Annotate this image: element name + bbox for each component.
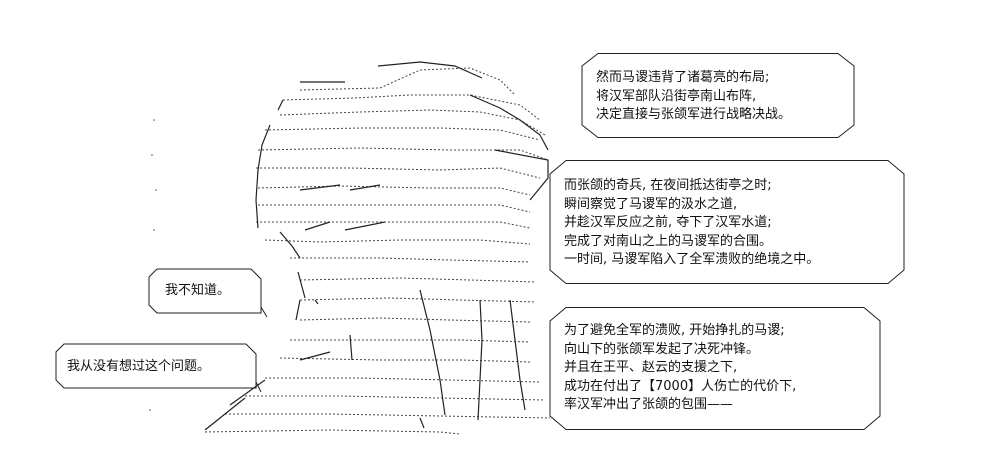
- speech-bubble-2: 我从没有想过这个问题。: [50, 338, 262, 394]
- narration-line: 率汉军冲出了张颌的包围——: [564, 397, 734, 412]
- narration-box-1: 然而马谡违背了诸葛亮的布局; 将汉军部队沿街亭南山布阵, 决定直接与张颌军进行战…: [580, 52, 856, 139]
- narration-line: 向山下的张颌军发起了决死冲锋。: [564, 341, 760, 357]
- narration-line: 决定直接与张颌军进行战略决战。: [596, 107, 792, 122]
- speech-line: 我不知道。: [165, 283, 231, 298]
- speech-bubble-1: 我不知道。: [143, 263, 268, 319]
- narration-box-1-lines: 然而马谡违背了诸葛亮的布局; 将汉军部队沿街亭南山布阵, 决定直接与张颌军进行战…: [596, 69, 791, 125]
- narration-box-2-lines: 而张颌的奇兵, 在夜间抵达街亭之时; 瞬间察觉了马谡军的汲水之道, 并趁汉军反应…: [564, 177, 819, 270]
- narration-box-3-lines: 为了避免全军的溃败, 开始挣扎的马谡; 向山下的张颌军发起了决死冲锋。 并且在王…: [564, 322, 796, 415]
- narration-line: 瞬间察觉了马谡军的汲水之道,: [564, 196, 738, 212]
- speech-bubble-1-frame: [148, 268, 268, 318]
- speech-bubble-2-text: 我从没有想过这个问题。: [67, 358, 210, 377]
- narration-line: 完成了对南山之上的马谡军的合围。: [564, 233, 773, 249]
- narration-line: 成功在付出了【7000】人伤亡的代价下,: [564, 378, 797, 394]
- narration-line: 一时间, 马谡军陷入了全军溃败的绝境之中。: [564, 252, 820, 267]
- narration-box-2-frame: [549, 160, 905, 284]
- narration-line: 为了避免全军的溃败, 开始挣扎的马谡;: [564, 323, 785, 338]
- narration-box-2: 而张颌的奇兵, 在夜间抵达街亭之时; 瞬间察觉了马谡军的汲水之道, 并趁汉军反应…: [548, 159, 906, 285]
- narration-line: 而张颌的奇兵, 在夜间抵达街亭之时;: [564, 178, 772, 193]
- narration-box-1-frame: [581, 53, 855, 138]
- speech-bubble-2-frame: [55, 343, 262, 393]
- narration-line: 并趁汉军反应之前, 夺下了汉军水道;: [564, 215, 772, 230]
- narration-box-3: 为了避免全军的溃败, 开始挣扎的马谡; 向山下的张颌军发起了决死冲锋。 并且在王…: [548, 306, 882, 431]
- narration-line: 并且在王平、赵云的支援之下,: [564, 360, 738, 375]
- speech-bubble-1-text: 我不知道。: [165, 282, 230, 301]
- narration-box-3-frame: [549, 307, 881, 430]
- narration-line: 然而马谡违背了诸葛亮的布局;: [596, 70, 770, 85]
- narration-line: 将汉军部队沿街亭南山布阵,: [596, 88, 757, 104]
- speech-line: 我从没有想过这个问题。: [67, 359, 211, 374]
